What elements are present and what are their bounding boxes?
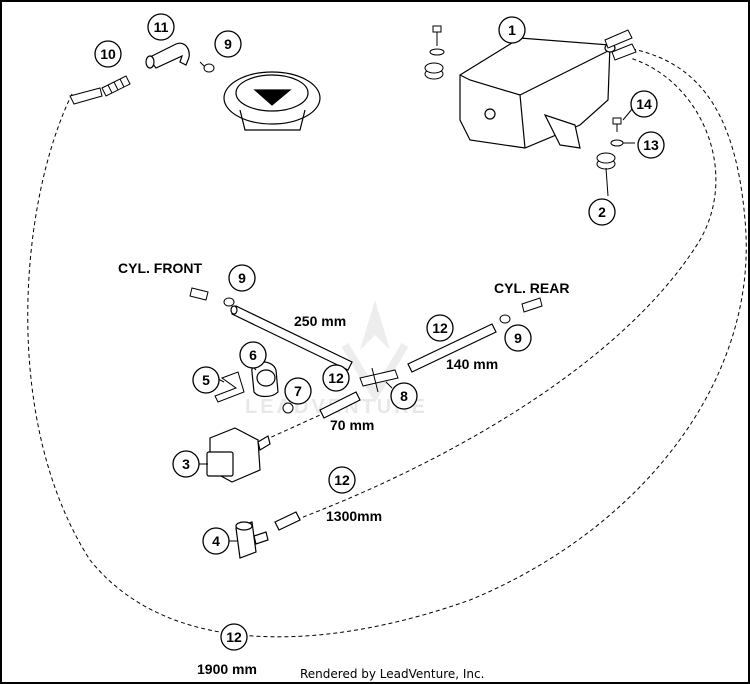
callout-circle	[220, 623, 248, 651]
callout-13: 13	[643, 137, 659, 153]
callout-8: 8	[400, 388, 408, 404]
callout-11: 11	[154, 19, 169, 35]
callout-9-front: 9	[238, 270, 246, 286]
callout-circle	[202, 527, 230, 555]
label-cyl-front: CYL. FRONT	[118, 260, 202, 276]
callout-12-1900: 12	[226, 629, 242, 645]
label-1900mm: 1900 mm	[197, 661, 257, 677]
callout-circle	[228, 264, 256, 292]
hose-thin-70	[264, 414, 321, 441]
callout-circle	[214, 30, 242, 58]
label-cyl-rear: CYL. REAR	[494, 280, 569, 296]
hose-70mm	[319, 391, 361, 419]
callout-9-top: 9	[224, 36, 232, 52]
callout-10: 10	[100, 46, 116, 62]
callout-circle	[390, 382, 418, 410]
hose-lines	[27, 47, 747, 638]
hose-250mm	[230, 305, 353, 371]
label-140mm: 140 mm	[446, 356, 498, 372]
callout-9-rear: 9	[514, 330, 522, 346]
callout-6: 6	[249, 347, 257, 363]
callout-circle	[94, 40, 122, 68]
callout-circle	[426, 314, 454, 342]
part-4-solenoid	[235, 521, 269, 559]
callout-12-140: 12	[432, 320, 448, 336]
callout-circle	[172, 450, 200, 478]
callout-numbers: 1 2 3 4 5 6 7 8 9 9 9 10 11 12 12 12 12 …	[100, 19, 659, 645]
cyl-front-fitting	[189, 287, 235, 307]
part-11-elbow	[145, 42, 190, 69]
callout-7: 7	[294, 383, 302, 399]
callout-2: 2	[598, 204, 606, 220]
callout-circle	[498, 16, 526, 44]
part-8-tee	[359, 367, 399, 393]
callout-1: 1	[508, 22, 516, 38]
callout-circle	[504, 324, 532, 352]
callout-12-250: 12	[328, 370, 344, 386]
callout-circle	[637, 131, 665, 159]
part-3-valve	[206, 427, 271, 483]
callouts	[94, 13, 665, 651]
part-9-clamp-top	[199, 61, 215, 73]
callout-circle	[239, 341, 267, 369]
part-7-nut	[282, 402, 294, 414]
callout-3: 3	[182, 456, 190, 472]
callout-circle	[147, 13, 175, 41]
callout-12-1300: 12	[334, 472, 350, 488]
label-70mm: 70 mm	[330, 417, 374, 433]
label-250mm: 250 mm	[294, 313, 346, 329]
label-1300mm: 1300mm	[326, 508, 382, 524]
callout-4: 4	[212, 533, 220, 549]
part-1-canister	[459, 37, 616, 149]
callout-14: 14	[636, 96, 652, 112]
callout-circle	[322, 364, 350, 392]
credit-text: Rendered by LeadVenture, Inc.	[300, 667, 484, 681]
callout-circle	[588, 198, 616, 226]
part-10-fitting	[69, 75, 131, 105]
hose-1900mm	[27, 47, 747, 638]
callout-circle	[284, 377, 312, 405]
callout-circle	[630, 90, 658, 118]
canister-hose-stubs	[604, 29, 637, 61]
part-5-bracket	[214, 371, 245, 403]
callout-5: 5	[202, 372, 210, 388]
hose-140mm	[407, 323, 497, 373]
canister-fasteners	[424, 25, 624, 170]
hose-1300-stub	[274, 511, 301, 531]
fuel-cap	[223, 71, 321, 131]
cyl-rear-fitting	[499, 297, 543, 324]
callout-circle	[192, 366, 220, 394]
part-6-clamp	[251, 361, 279, 398]
callout-circle	[328, 466, 356, 494]
